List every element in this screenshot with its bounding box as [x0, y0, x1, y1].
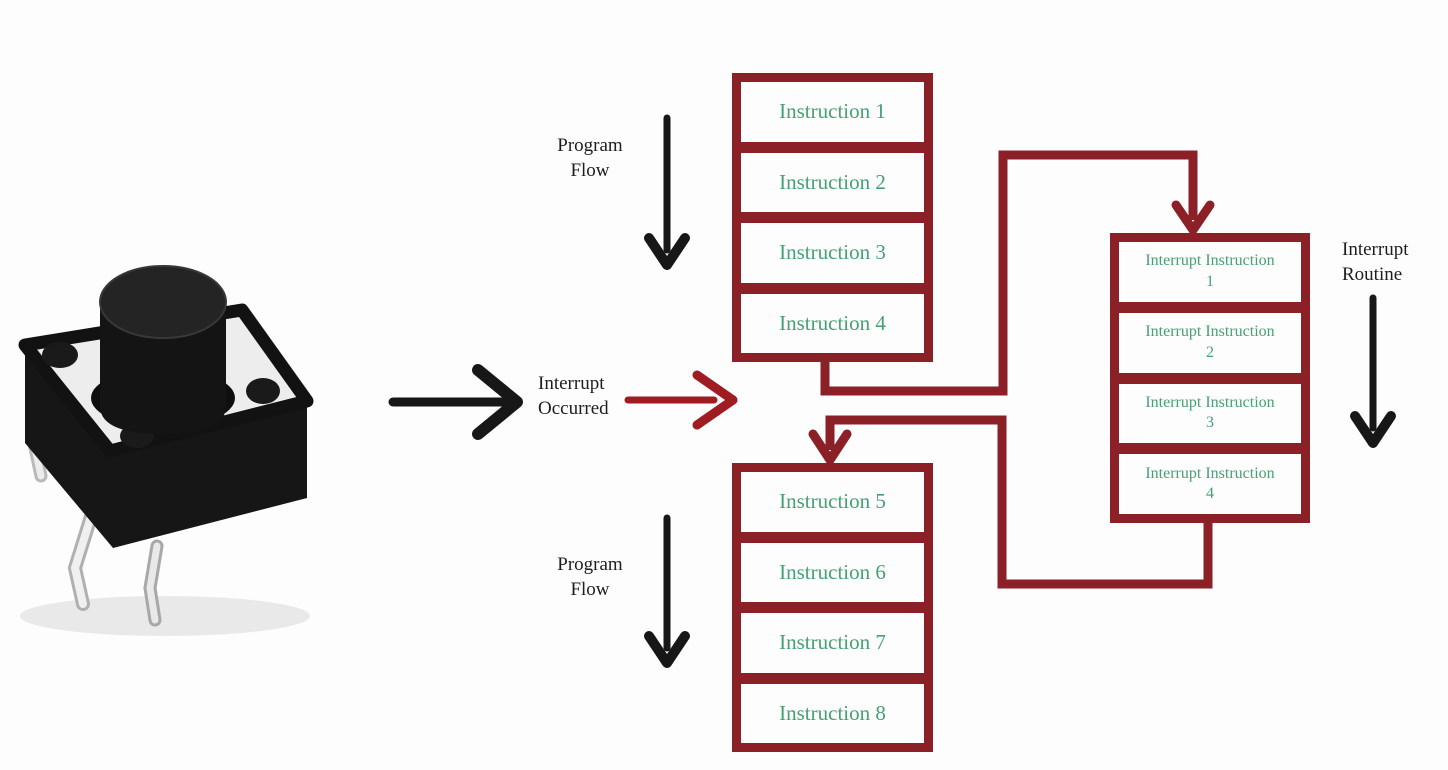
interrupt-instruction-cell: Interrupt Instruction 4	[1119, 454, 1301, 514]
interrupt-occurred-arrow-icon	[624, 370, 738, 430]
instruction-cell: Instruction 4	[741, 293, 924, 353]
push-button-cap	[91, 265, 235, 434]
program-flow-arrow-top-icon	[644, 114, 690, 270]
interrupt-routine-label: Interrupt Routine	[1342, 239, 1409, 286]
button-press-arrow-icon	[388, 364, 523, 440]
main-program-box-bottom: Instruction 5 Instruction 6 Instruction …	[732, 463, 933, 752]
instruction-cell: Instruction 2	[741, 152, 924, 212]
interrupt-instruction-cell: Interrupt Instruction 3	[1119, 383, 1301, 444]
interrupt-instruction-cell: Interrupt Instruction 1	[1119, 242, 1301, 302]
instruction-cell: Instruction 7	[741, 613, 924, 673]
instruction-cell: Instruction 5	[741, 472, 924, 532]
push-button-photo	[18, 265, 314, 636]
instruction-cell: Instruction 8	[741, 683, 924, 743]
push-button-shadow	[20, 596, 310, 636]
program-flow-arrow-bottom-icon	[644, 514, 690, 668]
instruction-cell: Instruction 6	[741, 542, 924, 602]
instruction-cell: Instruction 3	[741, 223, 924, 283]
interrupt-instruction-text: Interrupt Instruction 3	[1145, 393, 1275, 432]
interrupt-routine-arrow-icon	[1350, 294, 1396, 448]
program-flow-label-top: Program Flow	[557, 135, 623, 182]
interrupt-routine-box: Interrupt Instruction 1 Interrupt Instru…	[1110, 233, 1310, 523]
instruction-cell: Instruction 1	[741, 82, 924, 142]
program-flow-label-bottom: Program Flow	[557, 554, 623, 601]
interrupt-instruction-text: Interrupt Instruction 2	[1145, 323, 1275, 361]
main-program-box-top: Instruction 1 Instruction 2 Instruction …	[732, 73, 933, 362]
interrupt-occurred-label: Interrupt Occurred	[538, 373, 609, 420]
interrupt-instruction-text: Interrupt Instruction 1	[1145, 252, 1275, 290]
interrupt-instruction-text: Interrupt Instruction 4	[1145, 464, 1275, 503]
interrupt-instruction-cell: Interrupt Instruction 2	[1119, 312, 1301, 373]
